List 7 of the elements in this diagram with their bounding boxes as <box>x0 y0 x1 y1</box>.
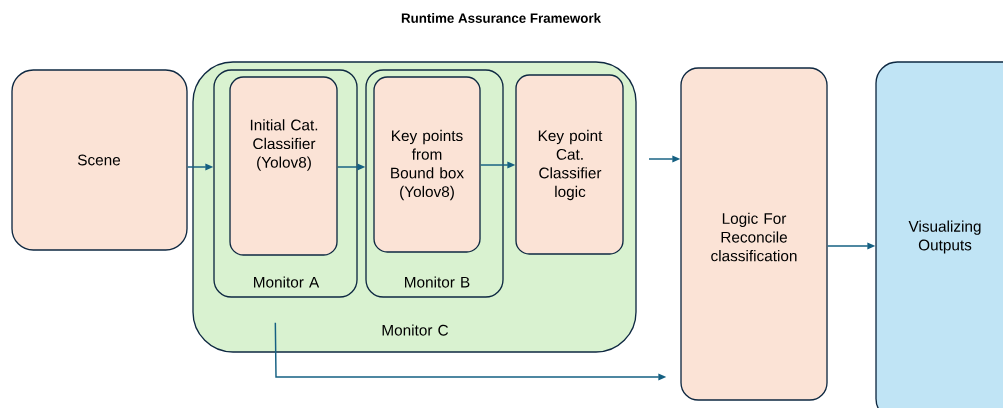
process-box: Key point Cat. Classifier logic <box>515 74 624 255</box>
output-box: Visualizing Outputs <box>875 61 1003 408</box>
process-box: Key points from Bound box (Yolov8) <box>373 76 481 253</box>
process-box: Initial Cat. Classifier (Yolov8) <box>229 76 338 256</box>
title: Runtime Assurance Framework <box>401 13 601 23</box>
process-box: Scene <box>11 69 188 251</box>
process-box: Logic For Reconcile classification <box>680 67 828 401</box>
